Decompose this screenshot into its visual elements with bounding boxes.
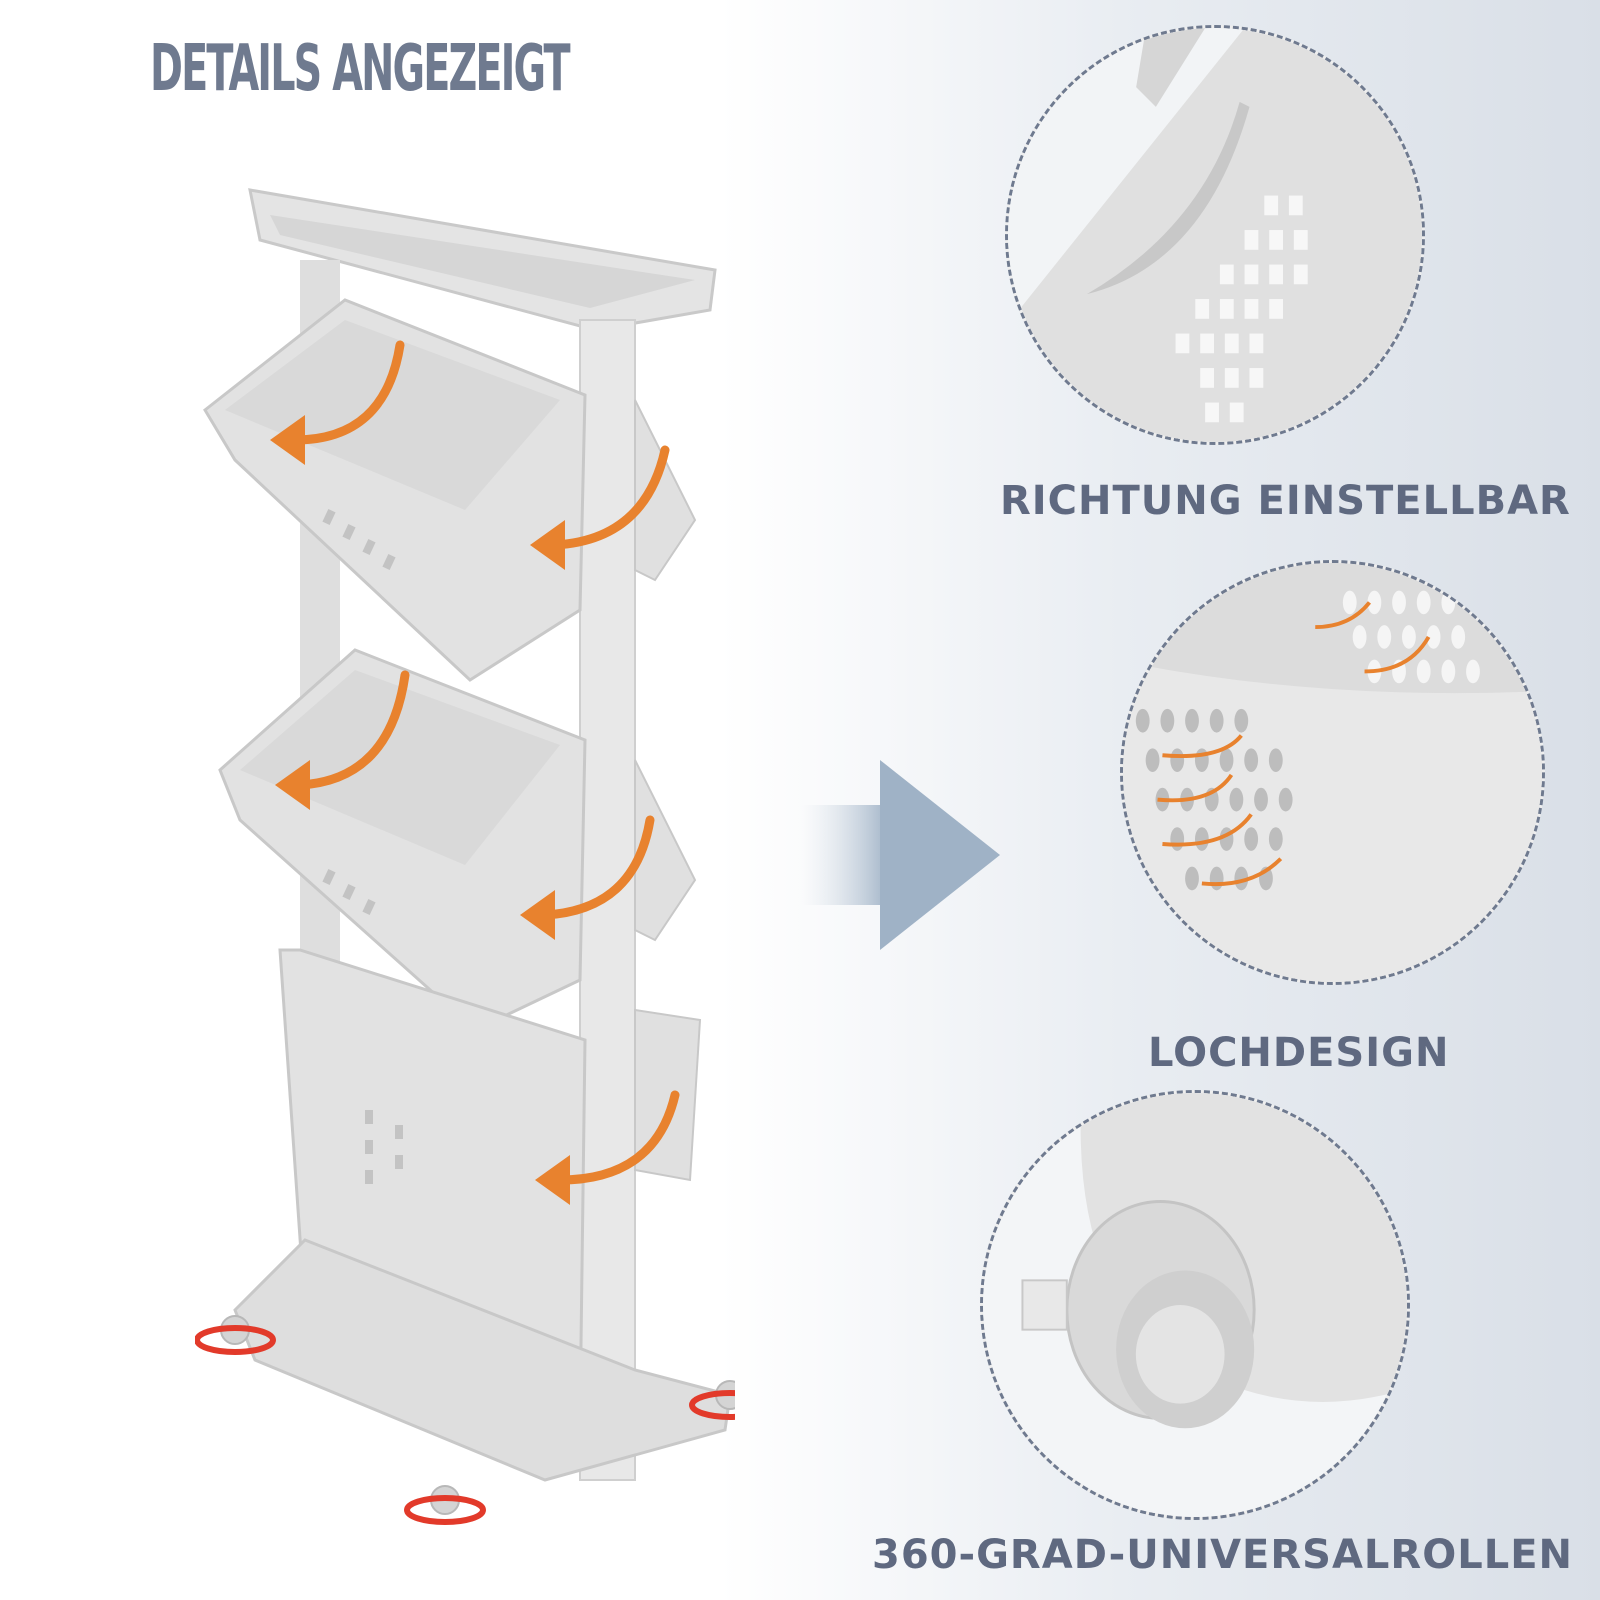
handle-closeup (1005, 25, 1425, 445)
feature-label-direction: RICHTUNG EINSTELLBAR (1000, 478, 1571, 524)
caster-closeup (980, 1090, 1410, 1520)
feature-label-wheels: 360-GRAD-UNIVERSALROLLEN (872, 1532, 1573, 1578)
holes-closeup (1120, 560, 1545, 985)
caster-wheel-closeup-icon (983, 1093, 1407, 1517)
laundry-cart-illustration (195, 188, 735, 1525)
pointer-arrow-icon (800, 760, 1000, 950)
basket-handle-closeup-icon (1008, 28, 1422, 442)
feature-label-holes: LOCHDESIGN (1148, 1030, 1450, 1076)
perforated-holes-closeup-icon (1123, 563, 1542, 982)
page-title: DETAILS ANGEZEIGT (150, 32, 571, 106)
